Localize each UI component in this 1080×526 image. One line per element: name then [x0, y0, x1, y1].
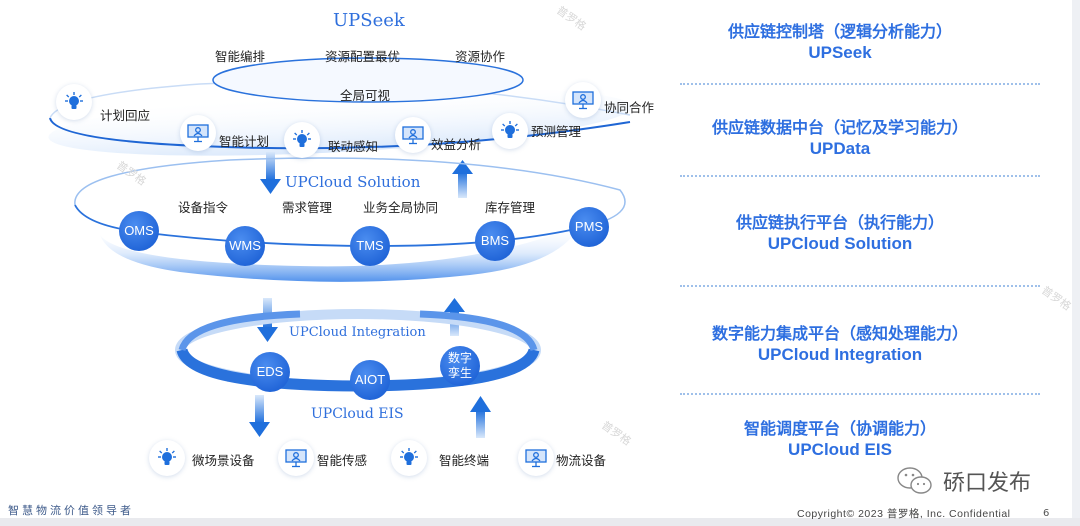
layer-title-en: UPCloud Integration	[757, 345, 923, 364]
layer-title-en: UPData	[809, 139, 871, 158]
node-label-bms: BMS	[480, 233, 510, 248]
solution-label: 库存管理	[485, 200, 536, 215]
solution-label: 需求管理	[282, 200, 333, 215]
lightbulb-icon	[149, 440, 185, 476]
wechat-account-name: 硚口发布	[943, 471, 1032, 496]
monitor-icon	[518, 440, 554, 476]
layer-title-upseek: 供应链控制塔（逻辑分析能力） UPSeek	[690, 22, 990, 63]
ring-item-label: 预测管理	[531, 124, 582, 139]
layer-title-cn: 数字能力集成平台（感知处理能力）	[711, 324, 968, 343]
node-label-aiot: AIOT	[354, 372, 386, 387]
integration-nodes	[250, 346, 480, 400]
monitor-icon	[180, 115, 216, 151]
node-label-pms: PMS	[574, 219, 604, 234]
device-label: 物流设备	[556, 453, 607, 468]
layer-title-updata: 供应链数据中台（记忆及学习能力） UPData	[690, 118, 990, 159]
device-label: 智能终端	[439, 453, 490, 468]
device-label: 智能传感	[317, 453, 368, 468]
node-digital-twin	[440, 346, 480, 386]
page-number: 6	[1043, 508, 1050, 519]
layer-title-eis: 智能调度平台（协调能力） UPCloud EIS	[690, 419, 990, 460]
ring-item-label: 协同合作	[604, 100, 655, 115]
solution-label: 设备指令	[178, 200, 229, 215]
footer-copyright: Copyright© 2023 普罗格, Inc. Confidential	[797, 508, 1011, 520]
lightbulb-icon	[56, 84, 92, 120]
eis-title: UPCloud EIS	[311, 406, 404, 422]
node-label-oms: OMS	[124, 223, 154, 238]
layer-title-en: UPCloud EIS	[788, 440, 892, 459]
arrow-up-3	[470, 396, 491, 438]
arrow-down-3	[249, 395, 270, 437]
layer-title-en: UPSeek	[808, 43, 872, 62]
upseek-inner-ellipse	[212, 57, 524, 103]
divider	[680, 83, 1040, 85]
wechat-badge: 硚口发布	[895, 465, 1031, 497]
monitor-icon	[395, 117, 431, 153]
bottom-edge-strip	[0, 518, 1080, 526]
wechat-icon	[897, 467, 932, 494]
lightbulb-icon	[492, 113, 528, 149]
node-pms	[569, 207, 609, 247]
node-label-wms: WMS	[229, 238, 261, 253]
solution-label: 业务全局协同	[363, 200, 439, 215]
arrow-down-1	[260, 152, 281, 194]
divider	[680, 175, 1040, 177]
lightbulb-icon	[284, 122, 320, 158]
ring-item-label: 计划回应	[100, 108, 151, 123]
integration-title: UPCloud Integration	[289, 325, 426, 340]
node-label-line: 数字	[447, 351, 472, 365]
upseek-center-label: 全局可视	[340, 88, 391, 103]
node-label-digital-twin: 数字 孪生	[440, 351, 480, 381]
node-wms	[225, 226, 265, 266]
node-eds	[250, 352, 290, 392]
layer-title-cn: 智能调度平台（协调能力）	[743, 419, 936, 438]
upseek-title: UPSeek	[333, 10, 405, 31]
monitor-icon	[278, 440, 314, 476]
watermark: 普罗格	[1038, 283, 1074, 314]
right-edge-strip	[1072, 0, 1080, 526]
ring-item-label: 效益分析	[431, 137, 482, 152]
node-bms	[475, 221, 515, 261]
layer-title-cn: 供应链执行平台（执行能力）	[735, 213, 944, 232]
divider	[680, 393, 1040, 395]
ring-item-label: 智能计划	[219, 134, 270, 149]
ring-item-label: 联动感知	[328, 139, 379, 154]
divider	[680, 285, 1040, 287]
layer-title-solution: 供应链执行平台（执行能力） UPCloud Solution	[690, 213, 990, 254]
node-oms	[119, 211, 159, 251]
solution-nodes	[119, 207, 609, 266]
node-label-line: 孪生	[447, 366, 472, 380]
layer-title-integration: 数字能力集成平台（感知处理能力） UPCloud Integration	[690, 324, 990, 365]
upseek-top-label: 资源协作	[455, 49, 506, 64]
monitor-icon	[565, 82, 601, 118]
lightbulb-icon	[391, 440, 427, 476]
node-label-eds: EDS	[256, 364, 284, 379]
node-tms	[350, 226, 390, 266]
footer-slogan: 智慧物流价值领导者	[8, 504, 134, 517]
node-aiot	[350, 360, 390, 400]
layer-title-cn: 供应链控制塔（逻辑分析能力）	[727, 22, 952, 41]
arrow-up-1	[452, 160, 473, 198]
layer-title-en: UPCloud Solution	[767, 234, 913, 253]
upseek-top-label: 资源配置最优	[325, 49, 401, 64]
layer-title-cn: 供应链数据中台（记忆及学习能力）	[711, 118, 968, 137]
architecture-diagram	[48, 57, 632, 438]
node-label-tms: TMS	[356, 238, 384, 253]
upseek-top-label: 智能编排	[215, 49, 266, 64]
device-label: 微场景设备	[192, 453, 255, 468]
solution-title: UPCloud Solution	[285, 173, 421, 191]
